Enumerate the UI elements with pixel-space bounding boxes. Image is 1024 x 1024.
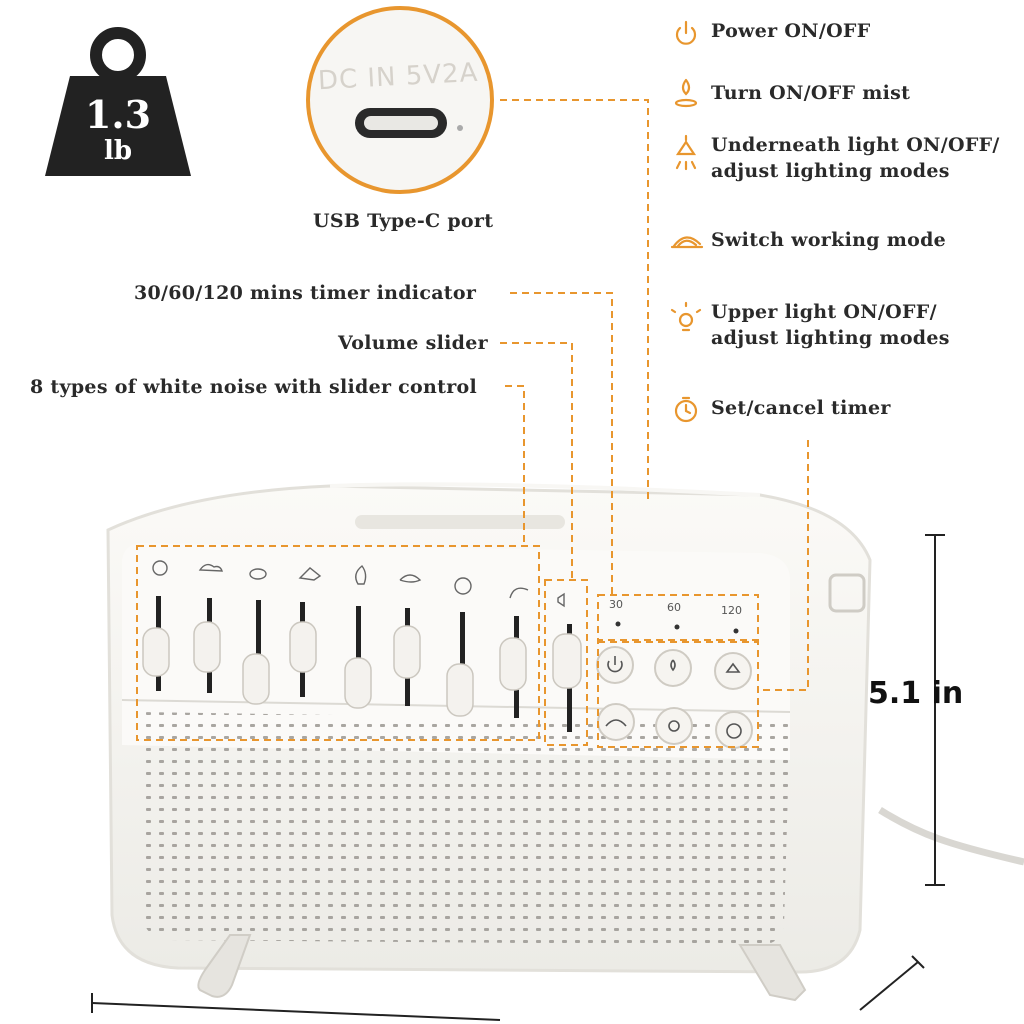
feature-timer: Set/cancel timer (711, 397, 891, 419)
feature-underneath-light-line1: Underneath light ON/OFF/ (711, 134, 1000, 156)
height-dimension-label: 5.1 in (868, 676, 964, 711)
timer-mark-30: 30 (609, 598, 623, 611)
feature-upper-light-line2: adjust lighting modes (711, 327, 950, 349)
feature-working-mode: Switch working mode (711, 229, 947, 251)
timer-leds (615, 621, 739, 634)
weight-badge (45, 27, 191, 176)
bulb-icon (670, 301, 702, 332)
timer-icon (674, 396, 698, 423)
feature-mist: Turn ON/OFF mist (711, 82, 911, 104)
noise-icons-row (152, 560, 565, 608)
lamp-icon (675, 134, 697, 171)
feature-power: Power ON/OFF (711, 20, 871, 42)
weight-unit: lb (103, 136, 133, 166)
sound-machine-body (106, 482, 872, 1002)
mode-icon (670, 236, 704, 249)
usb-port-caption: USB Type-C port (313, 210, 494, 232)
mist-icon (674, 78, 698, 108)
feature-upper-light-line1: Upper light ON/OFF/ (711, 301, 937, 323)
noise-sliders (142, 596, 582, 732)
white-noise-label: 8 types of white noise with slider contr… (30, 376, 478, 398)
weight-value: 1.3 (84, 92, 152, 137)
feature-underneath-light-line2: adjust lighting modes (711, 160, 950, 182)
height-dimension-line (925, 534, 945, 886)
port-callout (306, 6, 494, 194)
timer-mark-60: 60 (667, 601, 681, 614)
timer-indicator-label: 30/60/120 mins timer indicator (134, 282, 477, 304)
volume-slider-label: Volume slider (338, 332, 488, 354)
power-icon (675, 20, 697, 45)
timer-mark-120: 120 (721, 604, 742, 617)
